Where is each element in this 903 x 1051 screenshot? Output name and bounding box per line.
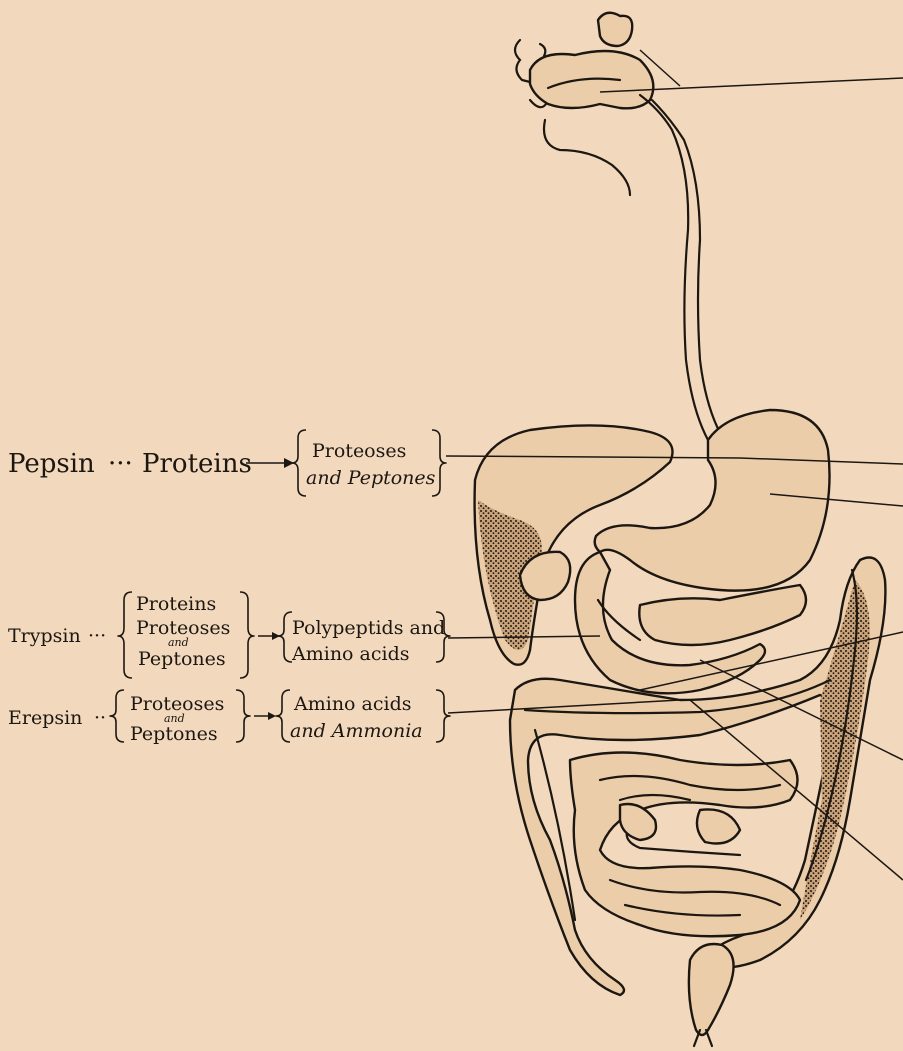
row-erepsin: Erepsin ·· Proteoses and Peptones Amino … <box>8 690 450 745</box>
head-outline <box>515 13 653 195</box>
substrate-label: Proteins <box>142 449 252 479</box>
right-arrow-icon <box>246 458 294 468</box>
product-line: and Ammonia <box>290 720 423 742</box>
product-line: and Peptones <box>306 467 436 489</box>
product-line: Amino acids <box>293 693 412 715</box>
open-brace <box>278 612 292 662</box>
substrate-line: Peptones <box>130 723 218 745</box>
open-brace <box>292 430 306 496</box>
pancreas <box>639 585 806 645</box>
product-line: Polypeptids and <box>292 617 445 639</box>
rectum <box>689 944 734 1046</box>
ellipsis: ··· <box>88 625 106 647</box>
close-brace <box>240 592 254 678</box>
open-brace <box>118 592 132 678</box>
close-brace <box>236 690 250 742</box>
row-pepsin: Pepsin ··· Proteins Proteoses and Pepton… <box>8 430 446 496</box>
ellipsis: ··· <box>108 449 133 479</box>
enzyme-label: Erepsin <box>8 707 82 729</box>
right-arrow-icon <box>258 632 280 640</box>
row-trypsin: Trypsin ··· Proteins Proteoses and Pepto… <box>8 592 450 678</box>
product-line: Amino acids <box>291 643 410 665</box>
open-brace <box>276 690 290 742</box>
right-arrow-icon <box>254 712 276 720</box>
product-line: Proteoses <box>312 440 406 462</box>
trypsin-leader <box>448 636 600 638</box>
esophagus <box>640 95 724 440</box>
small-intestine <box>570 753 800 937</box>
substrate-line: Proteins <box>136 593 216 615</box>
ellipsis: ·· <box>94 707 106 729</box>
substrate-line: Peptones <box>138 648 226 670</box>
close-brace <box>436 690 450 742</box>
enzyme-label: Trypsin <box>8 625 81 647</box>
enzyme-label: Pepsin <box>8 449 95 479</box>
open-brace <box>110 690 124 742</box>
